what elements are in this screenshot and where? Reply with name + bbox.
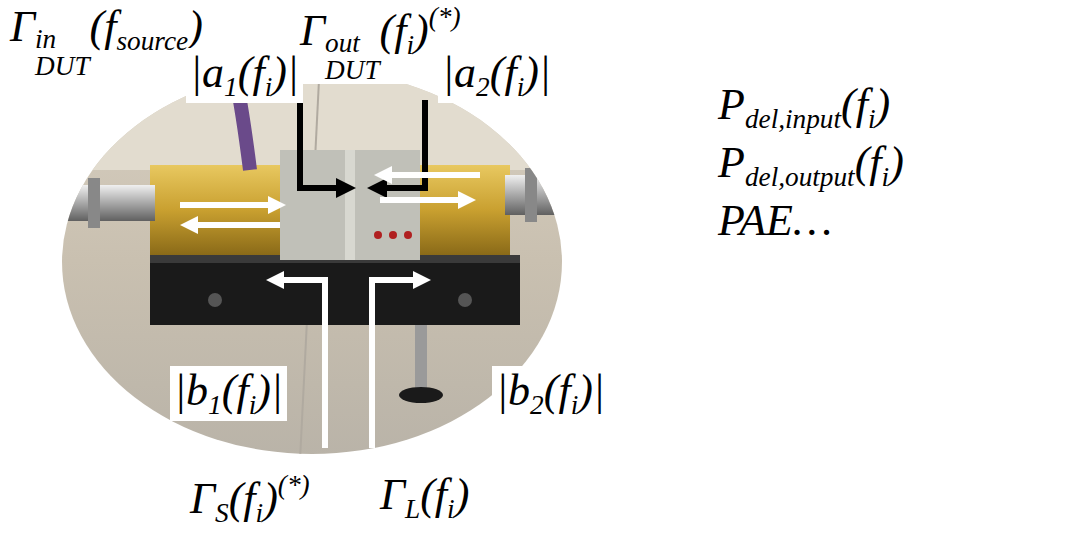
input-output-arrows — [300, 100, 425, 198]
output-power-label: Pdel,output(fi) — [714, 138, 908, 193]
photo-region — [50, 60, 580, 460]
wave-a2-label: |a2(fi)| — [438, 48, 555, 103]
input-reflection-label: ΓDUTin(fsource) — [6, 2, 207, 80]
load-reflection-label: ΓL(fi) — [376, 470, 473, 525]
wave-arrows — [180, 166, 480, 448]
input-power-label: Pdel,input(fi) — [714, 80, 894, 135]
pae-label: PAE… — [714, 196, 836, 247]
source-reflection-label: ΓS(fi)(*) — [186, 470, 314, 529]
wave-b1-label: |b1(fi)| — [170, 366, 287, 421]
wave-b2-label: |b2(fi)| — [492, 366, 609, 421]
wave-a1-label: |a1(fi)| — [186, 48, 303, 103]
